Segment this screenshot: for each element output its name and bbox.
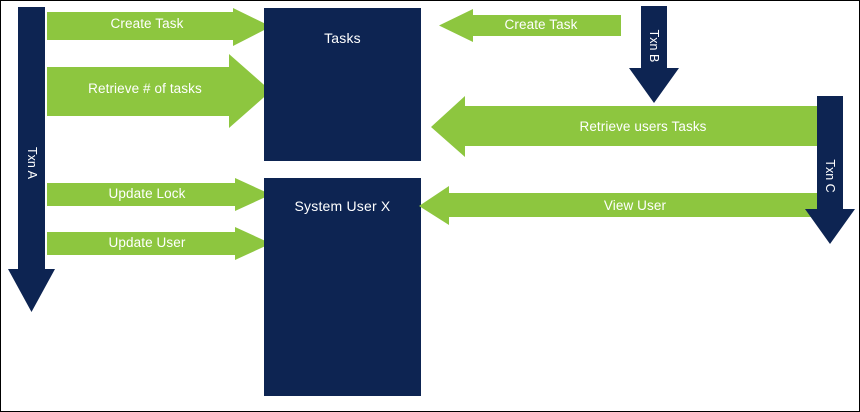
node-tasks[interactable]: Tasks: [264, 8, 421, 161]
txn-a-label: Txn A: [25, 147, 39, 179]
retrieve-users-tasks-label: Retrieve users Tasks: [579, 119, 707, 134]
update-user-arrow: [47, 227, 271, 260]
txn-b-label: Txn B: [647, 29, 661, 63]
txn-b-arrow: [629, 6, 679, 103]
txn-c-label: Txn C: [823, 159, 837, 193]
retrieve-num-tasks-label: Retrieve # of tasks: [88, 81, 202, 96]
create-task-right-arrow: [439, 9, 621, 42]
retrieve-num-tasks-arrow: [47, 54, 271, 128]
node-system-user-x-label: System User X: [294, 198, 391, 214]
create-task-left-label: Create Task: [110, 16, 184, 31]
create-task-right-label: Create Task: [504, 17, 578, 32]
update-lock-arrow: [47, 178, 271, 211]
view-user-label: View User: [603, 198, 667, 213]
node-tasks-label: Tasks: [324, 30, 361, 46]
update-lock-label: Update Lock: [108, 186, 186, 201]
node-system-user-x[interactable]: System User X: [264, 178, 421, 396]
txn-c-arrow: [805, 96, 855, 244]
retrieve-users-tasks-arrow: [431, 96, 821, 157]
txn-a-arrow: [8, 7, 55, 312]
view-user-arrow: [419, 186, 821, 225]
update-user-label: Update User: [108, 235, 186, 250]
create-task-left-arrow: [47, 8, 271, 46]
